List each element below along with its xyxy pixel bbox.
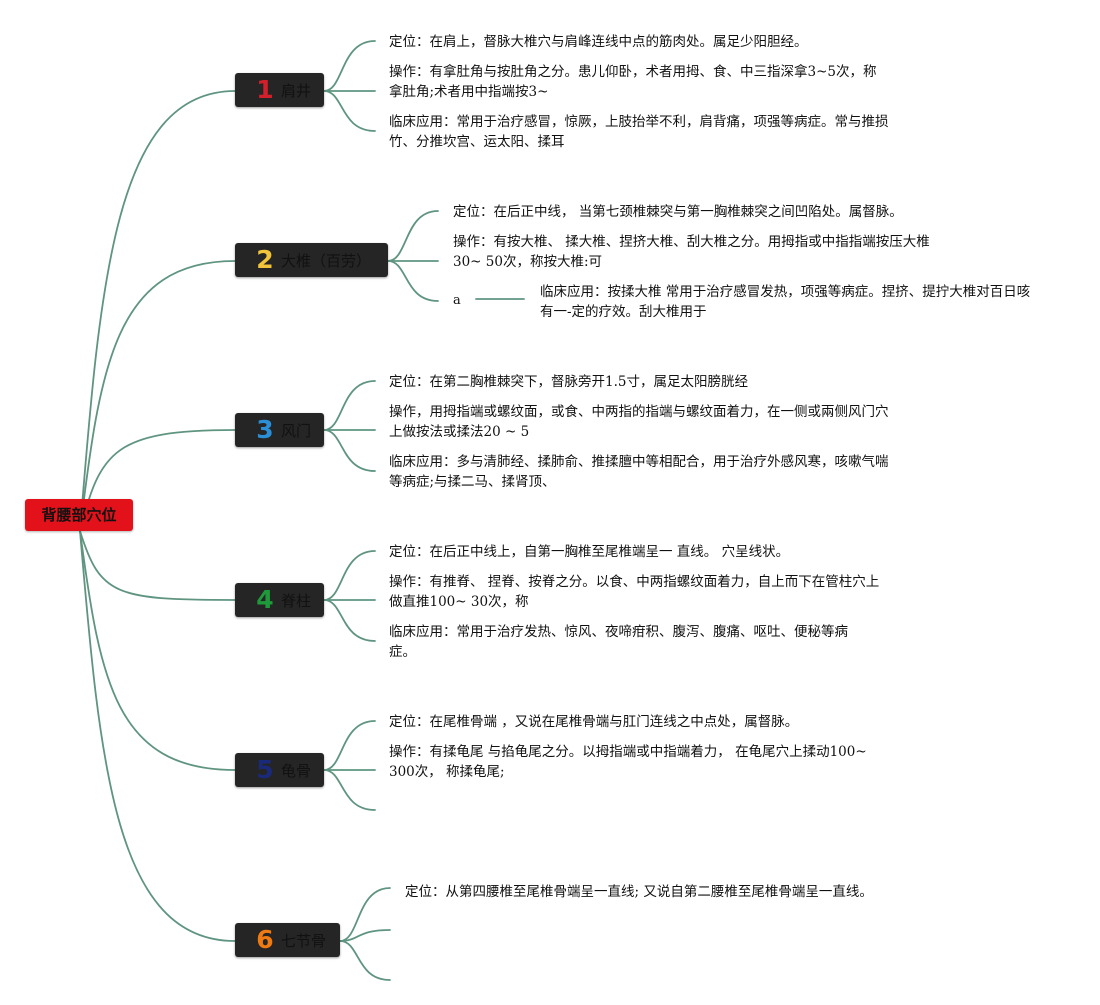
leaf-1-location[interactable]: 定位：在肩上，督脉大椎穴与肩峰连线中点的筋肉处。属足少阳胆经。: [389, 34, 808, 50]
root-link-4: [79, 530, 236, 601]
root-link-6: [79, 530, 236, 942]
root-link-1: [79, 90, 236, 532]
branch-number-5: 5: [256, 755, 274, 784]
leaf-1-clinical[interactable]: 临床应用：常用于治疗感冒，惊厥，上肢抬举不利，肩背痛，项强等病症。常与推损竹、分…: [389, 114, 889, 150]
root-link-5: [79, 530, 236, 771]
branch-number-6: 6: [256, 925, 274, 954]
branch-label-4: 脊柱: [281, 591, 312, 610]
leaf-2-location[interactable]: 定位：在后正中线， 当第七颈椎棘突与第一胸椎棘突之间凹陷处。属督脉。: [453, 204, 903, 220]
leaf-link-5-1: [323, 720, 376, 771]
leaf-4-clinical[interactable]: 临床应用：常用于治疗发热、惊风、夜啼疳积、腹泻、腹痛、呕吐、便秘等病症。: [389, 624, 848, 660]
leaf-link-2-1: [387, 210, 439, 262]
leaf-6-location[interactable]: 定位：从第四腰椎至尾椎骨端呈一直线; 又说自第二腰椎至尾椎骨端呈一直线。: [405, 884, 873, 900]
branch-label-2: 大椎（百劳）: [281, 251, 372, 270]
leaf-4-operation[interactable]: 操作：有推脊、 捏脊、按脊之分。以食、中两指螺纹面着力，自上而下在管柱穴上做直推…: [389, 574, 880, 610]
leaf-5-location[interactable]: 定位：在尾椎骨端 ，又说在尾椎骨端与肛门连线之中点处，属督脉。: [389, 714, 799, 730]
branch-number-2: 2: [256, 245, 274, 274]
leaf-3-location[interactable]: 定位：在第二胸椎棘突下，督脉旁开1.5寸，属足太阳膀胱经: [389, 374, 748, 390]
leaf-2-clinical[interactable]: 临床应用：按揉大椎 常用于治疗感冒发热，项强等病症。捏挤、提拧大椎对百日咳有一-…: [540, 284, 1031, 320]
leaf-link-3-3: [323, 429, 376, 472]
leaf-link-1-1: [323, 40, 376, 92]
leaf-3-operation[interactable]: 操作，用拇指端或螺纹面，或食、中两指的指端与螺纹面着力，在一侧或兩侧风门穴上做按…: [389, 404, 889, 440]
leaf-link-2-3: [387, 260, 439, 302]
leaf-link-1-3: [323, 90, 376, 132]
branch-number-1: 1: [256, 75, 274, 104]
leaf-link-4-3: [323, 599, 376, 642]
branch-node-2[interactable]: 2 大椎（百劳）: [235, 243, 388, 277]
branch-label-5: 龟骨: [281, 761, 312, 780]
leaf-link-6-2: [339, 929, 391, 942]
branch-number-3: 3: [256, 415, 274, 444]
leaf-2-operation[interactable]: 操作：有按大椎、 揉大椎、捏挤大椎、刮大椎之分。用拇指或中指指端按压大椎30~ …: [453, 234, 930, 270]
branch-node-3[interactable]: 3 风门: [235, 413, 324, 447]
branch-number-4: 4: [256, 585, 274, 614]
root-node[interactable]: 背腰部穴位: [25, 499, 133, 531]
root-link-2: [79, 260, 236, 532]
branch-node-1[interactable]: 1 肩井: [235, 73, 324, 107]
leaf-link-4-1: [323, 550, 376, 601]
leaf-2-a[interactable]: a: [453, 293, 461, 308]
branch-label-1: 肩井: [281, 81, 312, 100]
leaf-link-5-3: [323, 769, 376, 811]
branch-label-6: 七节骨: [281, 931, 327, 950]
leaf-4-location[interactable]: 定位：在后正中线上，自第一胸椎至尾椎端呈一 直线。 穴呈线状。: [389, 544, 790, 560]
leaf-link-3-1: [323, 380, 376, 431]
leaf-1-operation[interactable]: 操作：有拿肚角与按肚角之分。患儿仰卧，术者用拇、食、中三指深拿3~5次，称拿肚角…: [389, 64, 877, 100]
branch-node-6[interactable]: 6 七节骨: [235, 923, 340, 957]
branch-node-5[interactable]: 5 龟骨: [235, 753, 324, 787]
leaf-3-clinical[interactable]: 临床应用：多与清肺经、揉肺俞、推揉膻中等相配合，用于治疗外感风寒，咳嗽气喘等病症…: [389, 454, 889, 490]
leaf-link-6-3: [339, 940, 391, 981]
branch-label-3: 风门: [281, 421, 312, 440]
branch-node-4[interactable]: 4 脊柱: [235, 583, 324, 617]
leaf-5-operation[interactable]: 操作：有揉龟尾 与掐龟尾之分。以拇指端或中指端着力， 在龟尾穴上揉动100~ 3…: [389, 744, 867, 780]
leaf-link-6-1: [339, 887, 391, 942]
